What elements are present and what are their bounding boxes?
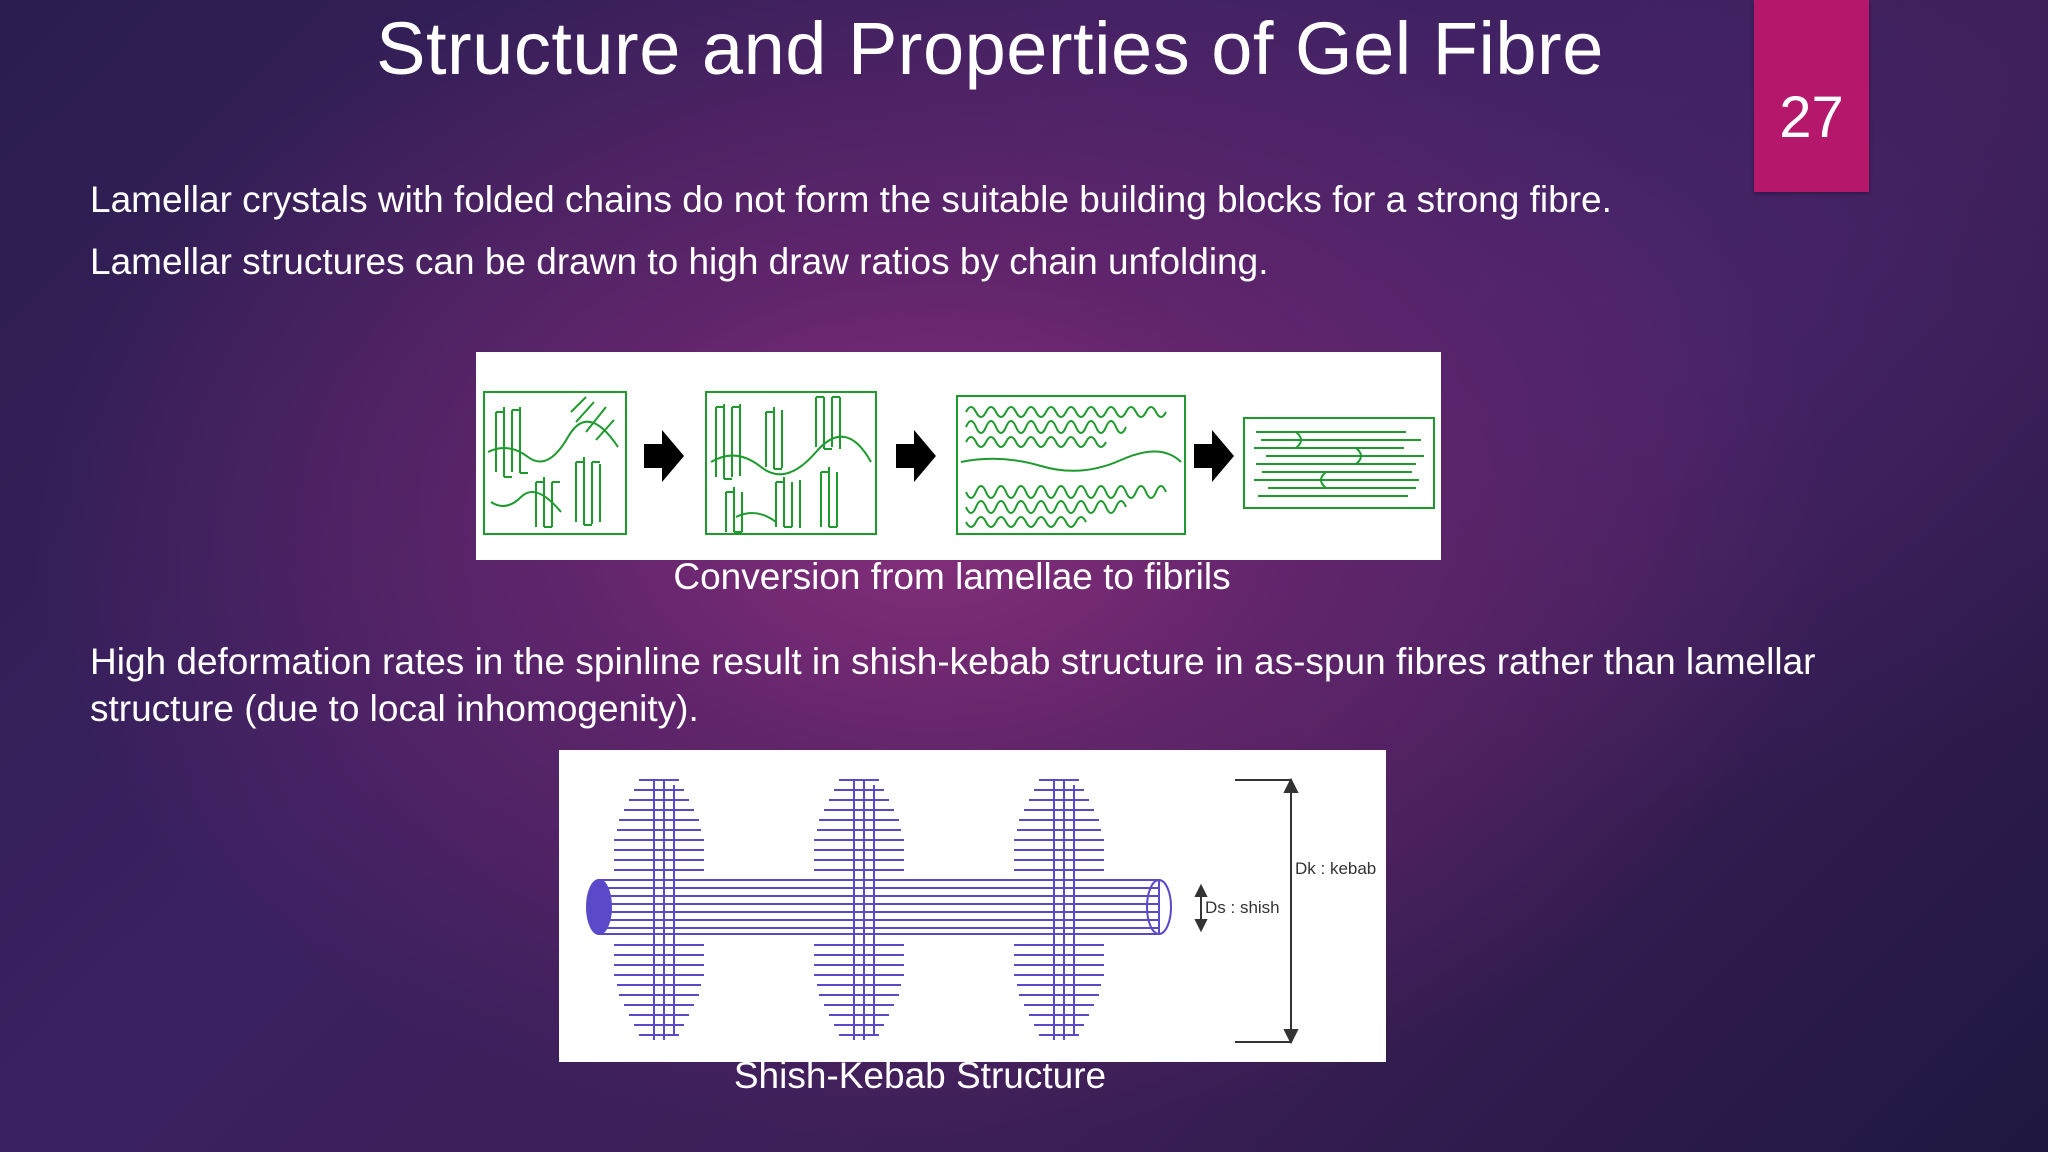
- slide-number-badge: 27: [1754, 0, 1869, 192]
- kebab-diameter-label: Dk : kebab: [1295, 859, 1376, 878]
- figure1-caption: Conversion from lamellae to fibrils: [673, 556, 1231, 597]
- paragraph-lamellar-drawing: Lamellar structures can be drawn to high…: [90, 241, 1269, 282]
- lamellae-to-fibrils-diagram: [483, 391, 1435, 535]
- slide-number: 27: [1779, 85, 1844, 150]
- shish-kebab-figure: Dk : kebab Ds : shish: [559, 750, 1386, 1062]
- figure2-caption: Shish-Kebab Structure: [733, 1055, 1107, 1096]
- shish-diameter-label: Ds : shish: [1205, 898, 1280, 917]
- slide-title: Structure and Properties of Gel Fibre: [376, 7, 1604, 90]
- paragraph-shish-kebab: High deformation rates in the spinline r…: [90, 641, 1816, 729]
- shish-kebab-diagram: Dk : kebab Ds : shish: [586, 777, 1376, 1045]
- lamellae-to-fibrils-figure: [476, 352, 1441, 560]
- paragraph-lamellar-crystals: Lamellar crystals with folded chains do …: [90, 179, 1612, 220]
